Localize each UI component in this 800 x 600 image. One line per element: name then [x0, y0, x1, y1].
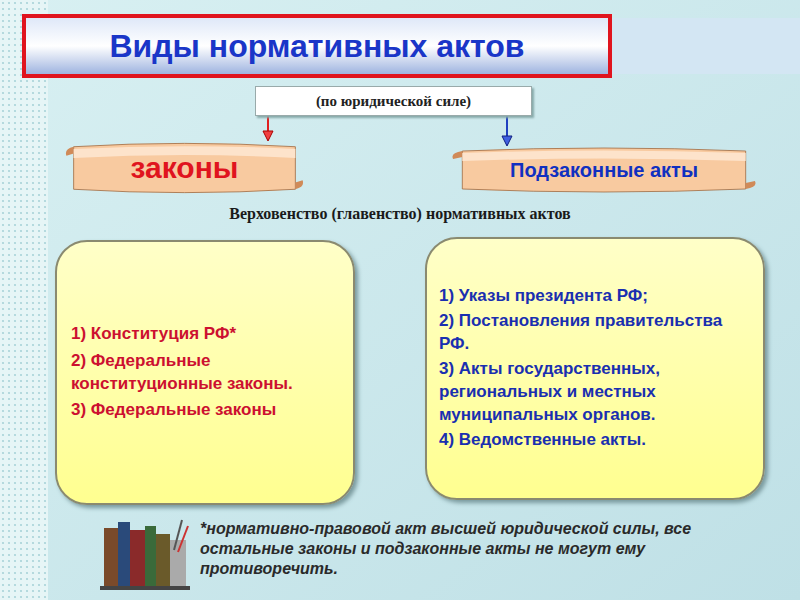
note-text: Верховенство (главенство) нормативных ак…: [150, 205, 650, 223]
node-text: 1) Указы президента РФ;: [439, 285, 747, 308]
list-box: 1) Указы президента РФ;2) Постановления …: [425, 237, 765, 500]
footnote: *нормативно-правовой акт высшей юридичес…: [200, 519, 760, 579]
books-illustration: [100, 520, 190, 590]
list-box: 1) Конституция РФ* 2) Федеральные констит…: [55, 240, 355, 505]
scroll-banner: законы: [64, 140, 305, 196]
node-text: 3) Акты государственных, региональных и …: [439, 358, 747, 427]
node-text: 1) Конституция РФ*: [71, 323, 333, 346]
title: Виды нормативных актов: [110, 28, 525, 65]
title-bar: Виды нормативных актов: [22, 14, 612, 78]
subtitle-box: (по юридической силе): [255, 86, 532, 116]
scroll-banner: Подзаконные акты: [450, 145, 758, 195]
node-text: 2) Постановления правительства РФ.: [439, 310, 747, 356]
node-text: 4) Ведомственные акты.: [439, 429, 747, 452]
arrow-connector: [267, 116, 269, 140]
node-text: (по юридической силе): [316, 93, 471, 110]
node-text: 2) Федеральные конституционные законы.: [71, 350, 333, 396]
node-text: 3) Федеральные законы: [71, 399, 333, 422]
node-text: законы: [131, 151, 239, 185]
arrow-connector: [506, 116, 508, 145]
node-text: Подзаконные акты: [510, 159, 698, 182]
